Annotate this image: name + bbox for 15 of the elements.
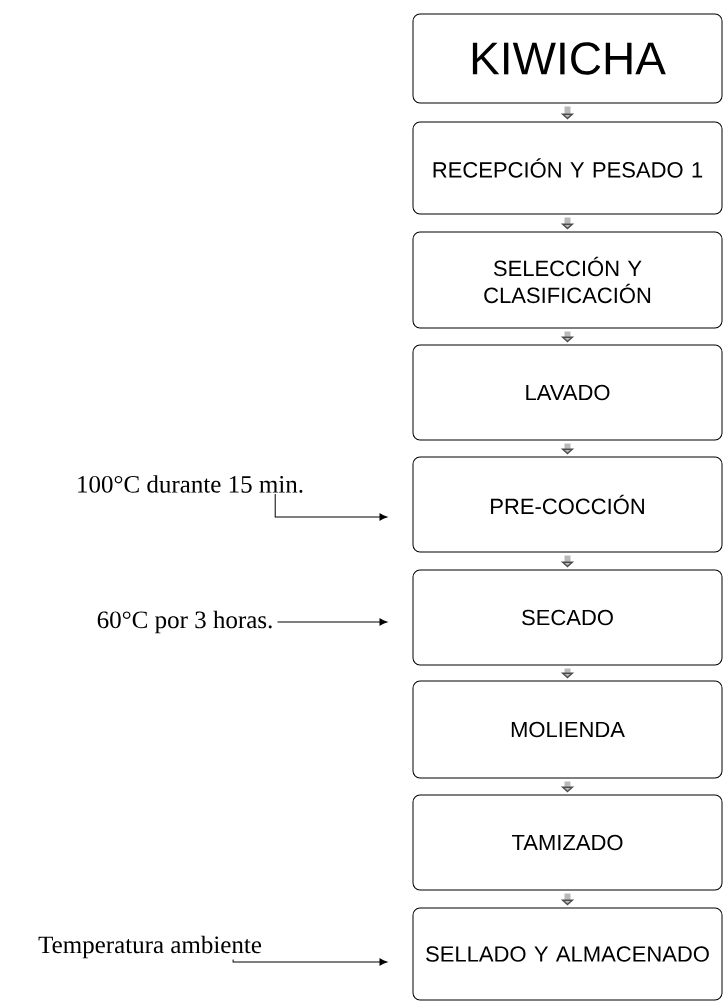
process-box: TAMIZADO xyxy=(412,794,723,891)
process-box: SELLADO Y ALMACENADO xyxy=(412,907,723,1001)
arrow xyxy=(277,618,388,626)
process-box: KIWICHA xyxy=(412,13,723,104)
condition-label: 60°C por 3 horas. xyxy=(97,610,272,634)
process-box: LAVADO xyxy=(412,344,723,441)
process-box: RECEPCIÓN Y PESADO 1 xyxy=(412,121,723,215)
condition-label: Temperatura ambiente xyxy=(38,935,262,959)
arrow xyxy=(274,493,388,521)
arrow xyxy=(232,958,388,966)
process-box: PRE-COCCIÓN xyxy=(412,456,723,553)
process-box: MOLIENDA xyxy=(412,680,723,779)
condition-label: 100°C durante 15 min. xyxy=(78,475,303,493)
process-box: SELECCIÓN Y CLASIFICACIÓN xyxy=(412,231,723,329)
process-box: SECADO xyxy=(412,569,723,666)
